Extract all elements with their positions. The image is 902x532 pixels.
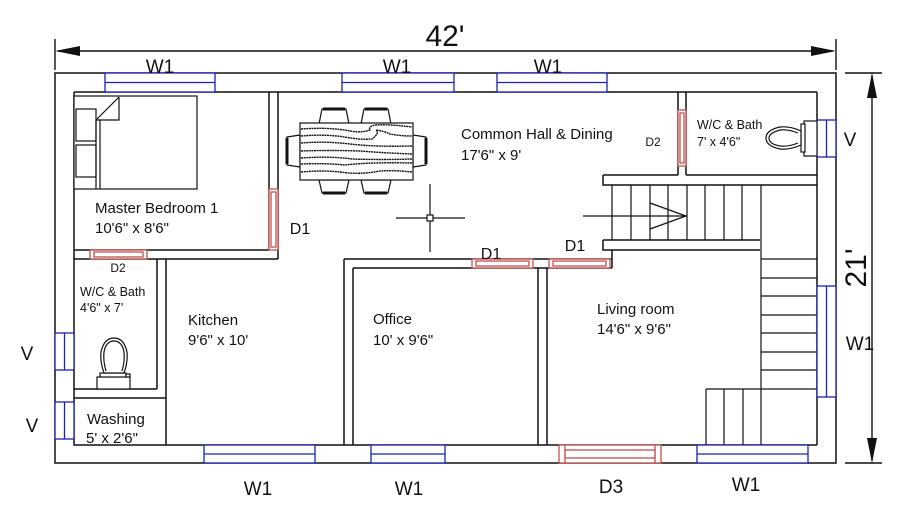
room-wc-right-size: 7' x 4'6": [697, 135, 740, 149]
tag-door-living: D1: [565, 238, 586, 255]
toilet-icon: [96, 337, 131, 390]
arrow-left-icon: [55, 46, 80, 56]
room-office-name: Office: [373, 311, 412, 328]
tag-door-bedroom: D1: [290, 221, 311, 238]
window-bottom-1: [203, 444, 316, 464]
room-master-bedroom-name: Master Bedroom 1: [95, 200, 218, 217]
tag-window-top-2: W1: [383, 57, 412, 78]
arrow-up-icon: [867, 73, 877, 98]
window-top-1: [104, 72, 216, 93]
window-bottom-2: [370, 444, 446, 464]
door-bedroom: [268, 188, 279, 251]
dining-table-icon: [285, 107, 428, 195]
room-living-size: 14'6" x 9'6": [597, 321, 671, 338]
room-washing-name: Washing: [87, 411, 145, 428]
tag-door-wc-right: D2: [645, 135, 661, 149]
room-wc-left-size: 4'6" x 7': [80, 301, 123, 315]
width-dimension: 42': [54, 20, 837, 70]
tag-window-bottom-1: W1: [244, 479, 273, 500]
tag-vent-left-1: V: [21, 344, 34, 365]
window-top-2: [341, 72, 455, 93]
opening-tags: W1 W1 W1 W1 W1 D3 W1 W1 V V V D1 D1 D1 D…: [21, 57, 875, 500]
tag-window-bottom-3: W1: [732, 475, 761, 496]
tag-vent-left-2: V: [26, 416, 39, 437]
tag-window-top-1: W1: [146, 57, 175, 78]
window-top-3: [496, 72, 608, 93]
room-labels: Master Bedroom 1 10'6" x 8'6" Common Hal…: [80, 118, 762, 447]
vent-left-1: [54, 332, 75, 371]
bed-icon: [73, 95, 198, 190]
tag-door-main: D3: [599, 477, 623, 498]
interior-walls: [74, 92, 817, 445]
room-common-hall-size: 17'6" x 9': [461, 147, 521, 164]
room-living-name: Living room: [597, 301, 675, 318]
windows: [54, 72, 837, 464]
door-main: [558, 444, 662, 464]
door-wc-right: [677, 109, 687, 167]
vent-right: [816, 119, 837, 158]
window-right: [816, 285, 837, 398]
depth-label: 21': [840, 248, 873, 287]
arrow-right-icon: [811, 46, 836, 56]
room-office-size: 10' x 9'6": [373, 332, 433, 349]
tag-window-right: W1: [846, 334, 875, 355]
room-wc-left-name: W/C & Bath: [80, 285, 145, 299]
arrow-down-icon: [867, 438, 877, 463]
tag-door-wc-left: D2: [110, 261, 126, 275]
toilet-icon: [765, 120, 818, 157]
tag-vent-right: V: [844, 130, 857, 151]
door-wc-left: [89, 249, 148, 260]
vent-left-2: [54, 401, 75, 440]
staircase-icon: [583, 185, 817, 445]
room-washing-size: 5' x 2'6": [86, 430, 138, 447]
width-label: 42': [425, 20, 464, 53]
door-living: [548, 258, 611, 269]
window-bottom-3: [696, 444, 809, 464]
depth-dimension: 21': [840, 72, 882, 464]
room-wc-right-name: W/C & Bath: [697, 118, 762, 132]
room-kitchen-size: 9'6" x 10': [188, 332, 248, 349]
tag-window-bottom-2: W1: [395, 479, 424, 500]
room-common-hall-name: Common Hall & Dining: [461, 126, 613, 143]
tag-door-office: D1: [481, 246, 502, 263]
doors: [89, 109, 687, 464]
crosshair-icon: [396, 184, 465, 252]
door-office: [471, 258, 534, 269]
tag-window-top-3: W1: [534, 57, 563, 78]
room-master-bedroom-size: 10'6" x 8'6": [95, 220, 169, 237]
room-kitchen-name: Kitchen: [188, 312, 238, 329]
